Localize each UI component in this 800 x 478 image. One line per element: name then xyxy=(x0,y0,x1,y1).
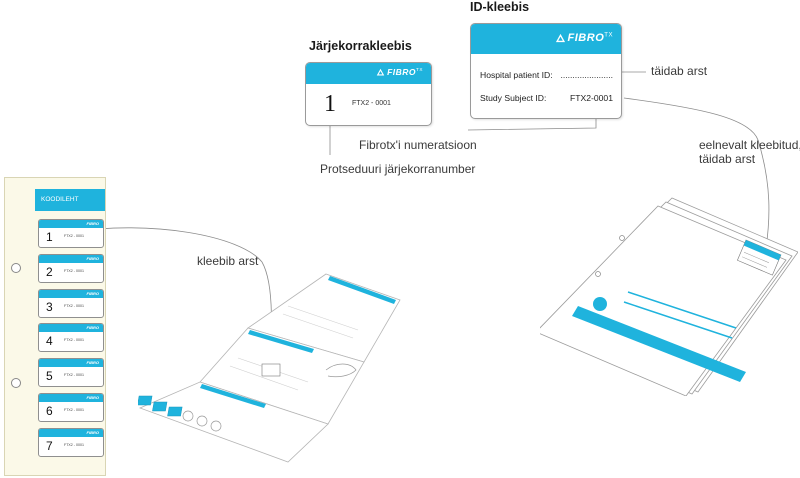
hospital-patient-id-row: Hospital patient ID: ...................… xyxy=(480,70,613,80)
code-sticker: FIBRO 5 FTX2 - 0001 xyxy=(38,358,104,387)
sequence-number: 1 xyxy=(324,91,336,117)
mini-logo: FIBRO xyxy=(86,221,99,226)
code-sticker-code: FTX2 - 0001 xyxy=(64,408,84,412)
code-sticker-number: 2 xyxy=(46,265,53,279)
mini-logo: FIBRO xyxy=(86,325,99,330)
code-sheet-title: KOODILEHT xyxy=(35,189,105,211)
code-sheet: KOODILEHT FIBRO 1 FTX2 - 0001 FIBRO 2 FT… xyxy=(4,177,106,476)
mini-logo: FIBRO xyxy=(86,430,99,435)
study-subject-id-row: Study Subject ID: FTX2-0001 xyxy=(480,93,613,103)
code-sticker-code: FTX2 - 0001 xyxy=(64,338,84,342)
code-sticker-code: FTX2 - 0001 xyxy=(64,269,84,273)
brand-superscript: TX xyxy=(416,67,423,73)
id-sticker-heading: ID-kleebis xyxy=(470,0,530,14)
code-sticker-number: 4 xyxy=(46,334,53,348)
code-sticker: FIBRO 7 FTX2 - 0001 xyxy=(38,428,104,457)
brand-name: FIBRO xyxy=(567,32,605,44)
hospital-patient-id-label: Hospital patient ID: xyxy=(480,70,553,80)
code-sticker-number: 6 xyxy=(46,404,53,418)
id-sticker: FIBROTX Hospital patient ID: ...........… xyxy=(470,23,622,119)
brand-superscript: TX xyxy=(604,32,613,39)
code-sticker-number: 3 xyxy=(46,300,53,314)
annotation-prestuck-line1: eelnevalt kleebitud, xyxy=(699,138,800,152)
annotation-prestuck-line2: täidab arst xyxy=(699,152,756,166)
mini-logo: FIBRO xyxy=(86,360,99,365)
folder-illustration xyxy=(540,197,798,396)
fibrotx-logo: FIBROTX xyxy=(555,32,613,44)
fibrotx-logo-small: FIBROTX xyxy=(376,67,423,77)
line-prestuck xyxy=(623,97,770,249)
code-sticker-code: FTX2 - 0001 xyxy=(64,304,84,308)
sequence-sticker: FIBROTX 1 FTX2 - 0001 xyxy=(305,62,432,126)
fibrotx-mark-icon xyxy=(376,69,385,76)
annotation-procedure-number: Protseduuri järjekorranumber xyxy=(320,162,476,176)
code-sticker-number: 5 xyxy=(46,369,53,383)
annotation-doctor-fills: täidab arst xyxy=(651,64,708,78)
code-sticker-code: FTX2 - 0001 xyxy=(64,373,84,377)
code-sticker: FIBRO 2 FTX2 - 0001 xyxy=(38,254,104,283)
code-sticker-number: 1 xyxy=(46,230,53,244)
hospital-patient-id-value: ...................... xyxy=(560,70,613,80)
code-sticker: FIBRO 3 FTX2 - 0001 xyxy=(38,289,104,318)
mini-logo: FIBRO xyxy=(86,395,99,400)
id-sticker-band: FIBROTX xyxy=(471,24,621,54)
sequence-code: FTX2 - 0001 xyxy=(352,100,391,107)
booklet-illustration xyxy=(138,273,401,463)
binder-hole xyxy=(11,263,21,273)
sequence-sticker-heading: Järjekorrakleebis xyxy=(309,39,412,53)
binder-hole xyxy=(11,378,21,388)
fibrotx-mark-icon xyxy=(555,33,565,42)
brand-name: FIBRO xyxy=(387,67,417,77)
mini-logo: FIBRO xyxy=(86,256,99,261)
code-sticker: FIBRO 6 FTX2 - 0001 xyxy=(38,393,104,422)
code-sticker-number: 7 xyxy=(46,439,53,453)
sequence-sticker-band: FIBROTX xyxy=(306,63,431,84)
code-sticker: FIBRO 1 FTX2 - 0001 xyxy=(38,219,104,248)
study-subject-id-value: FTX2-0001 xyxy=(570,93,613,103)
annotation-numbering: Fibrotx'i numeratsioon xyxy=(359,138,477,152)
annotation-doctor-sticks: kleebib arst xyxy=(197,254,259,268)
mini-logo: FIBRO xyxy=(86,291,99,296)
code-sticker: FIBRO 4 FTX2 - 0001 xyxy=(38,323,104,352)
study-subject-id-label: Study Subject ID: xyxy=(480,93,547,103)
code-sticker-code: FTX2 - 0001 xyxy=(64,234,84,238)
code-sticker-code: FTX2 - 0001 xyxy=(64,443,84,447)
